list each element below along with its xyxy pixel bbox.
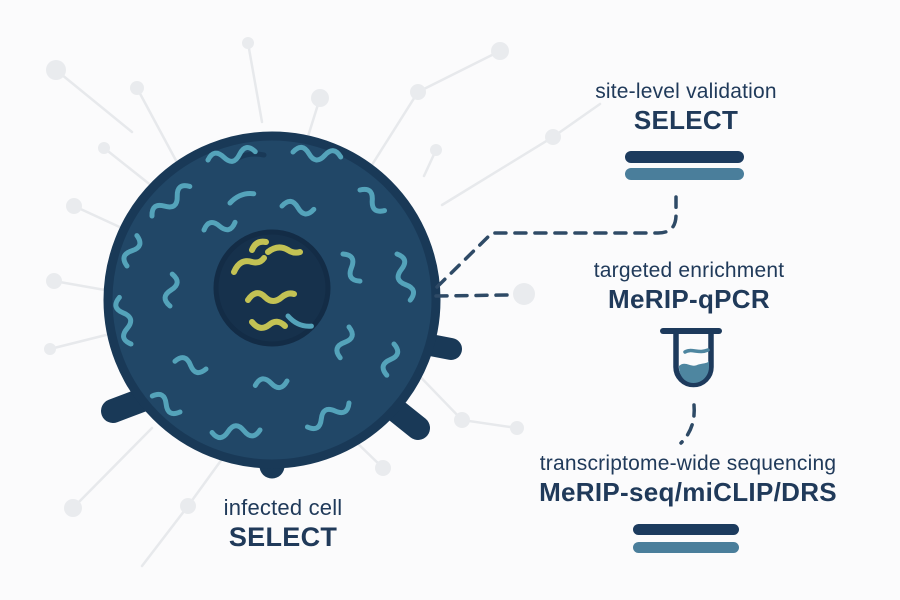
rna-strand <box>149 183 193 219</box>
network-line <box>246 41 264 124</box>
rna-strand <box>380 341 401 378</box>
tube-meniscus-line <box>683 348 710 354</box>
network-background <box>44 37 602 568</box>
network-node <box>430 144 442 156</box>
network-node <box>513 283 535 305</box>
dashed-connector-node <box>434 293 510 298</box>
rna-strand <box>227 191 257 206</box>
dashed-connector-tube <box>679 403 696 445</box>
rna-duplex-bars-icon <box>625 151 744 180</box>
network-node <box>130 81 144 95</box>
dashed-connector-select <box>435 195 678 289</box>
rna-strand <box>304 400 352 432</box>
viral-rna-strand <box>249 238 269 253</box>
label-infected-cell: infected cell SELECT <box>224 495 343 553</box>
network-node <box>46 273 62 289</box>
network-node <box>64 499 82 517</box>
network-node <box>66 198 82 214</box>
network-node <box>510 421 524 435</box>
network-line <box>48 331 116 351</box>
rna-strand <box>357 186 388 214</box>
rna-strand <box>162 271 180 309</box>
network-node <box>98 142 110 154</box>
test-tube-icon <box>660 328 722 388</box>
rna-strand <box>209 423 263 441</box>
rna-strand <box>394 251 417 303</box>
rna-strand <box>201 219 238 233</box>
viral-rna-strand <box>265 244 303 256</box>
rna-strand <box>121 233 143 269</box>
network-node <box>545 129 561 145</box>
rna-strand <box>149 391 183 417</box>
rna-bar-steel <box>633 542 739 553</box>
rna-strand <box>205 145 258 164</box>
network-node <box>242 37 254 49</box>
rna-strand <box>279 198 317 217</box>
rna-bar-dark <box>625 151 744 163</box>
method-name: MeRIP-qPCR <box>608 284 770 314</box>
network-node <box>375 460 391 476</box>
network-node <box>46 60 66 80</box>
viral-rna-strand <box>245 290 297 304</box>
rna-strand <box>334 324 355 361</box>
connectors <box>434 195 696 445</box>
method-title: transcriptome-wide sequencing <box>539 452 837 475</box>
rna-strand <box>113 294 134 347</box>
network-node <box>311 89 329 107</box>
rna-strand <box>252 376 290 391</box>
label-site-level-validation: site-level validation SELECT <box>595 80 777 136</box>
viral-rna-strand <box>231 255 267 275</box>
network-node <box>491 42 509 60</box>
method-name: MeRIP-seq/miCLIP/DRS <box>539 477 837 507</box>
cell-label-method: SELECT <box>228 522 338 552</box>
viral-rna-strand <box>249 318 288 331</box>
tube-liquid <box>679 361 709 383</box>
network-line <box>54 68 134 134</box>
tube-body <box>673 330 714 388</box>
rna-strand <box>172 355 209 376</box>
network-node <box>180 498 196 514</box>
network-node <box>410 84 426 100</box>
label-transcriptome-wide-sequencing: transcriptome-wide sequencing MeRIP-seq/… <box>539 452 837 508</box>
network-node <box>44 343 56 355</box>
method-title: targeted enrichment <box>593 259 785 282</box>
rna-strand <box>290 144 344 163</box>
method-name: SELECT <box>633 105 739 135</box>
rna-strand <box>340 251 363 284</box>
method-title: site-level validation <box>595 80 777 103</box>
network-node <box>454 412 470 428</box>
cell-label-title: infected cell <box>223 495 343 520</box>
network-line <box>135 86 182 170</box>
network-line <box>71 426 154 510</box>
rna-strand <box>285 313 314 329</box>
rna-duplex-bars-icon <box>633 524 739 553</box>
rna-bar-steel <box>625 168 744 180</box>
infected-cell-illustration <box>101 131 462 479</box>
label-targeted-enrichment: targeted enrichment MeRIP-qPCR <box>594 259 785 315</box>
network-line <box>440 102 602 207</box>
rna-bar-dark <box>633 524 739 535</box>
